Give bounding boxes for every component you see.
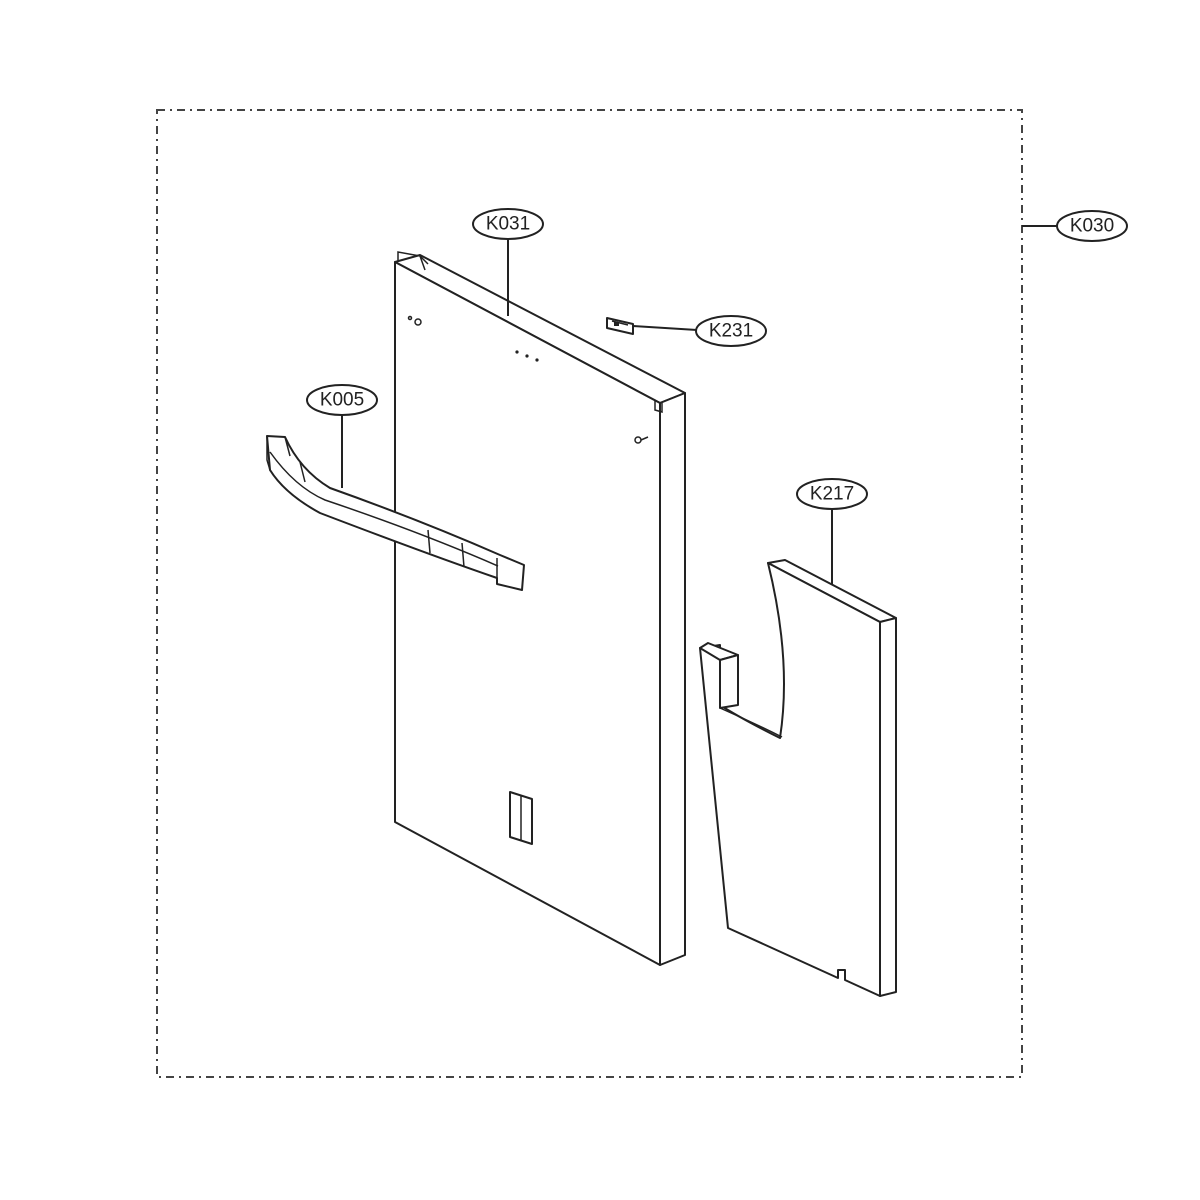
callout-k005-label: K005 xyxy=(320,390,364,411)
callout-k031-label: K031 xyxy=(486,214,530,235)
callout-k031: K031 xyxy=(472,208,544,240)
callout-k030-label: K030 xyxy=(1070,216,1114,237)
callout-k217-label: K217 xyxy=(810,484,854,505)
assembly-boundary xyxy=(156,109,1023,1078)
callout-k231-label: K231 xyxy=(709,321,753,342)
door-handle xyxy=(266,435,525,591)
small-bracket xyxy=(606,317,634,335)
callout-k005: K005 xyxy=(306,384,378,416)
callout-k030: K030 xyxy=(1056,210,1128,242)
callout-k217: K217 xyxy=(796,478,868,510)
door-panel xyxy=(394,251,686,966)
leader-k231 xyxy=(632,325,698,331)
insulation-panel xyxy=(699,559,897,997)
callout-k231: K231 xyxy=(695,315,767,347)
